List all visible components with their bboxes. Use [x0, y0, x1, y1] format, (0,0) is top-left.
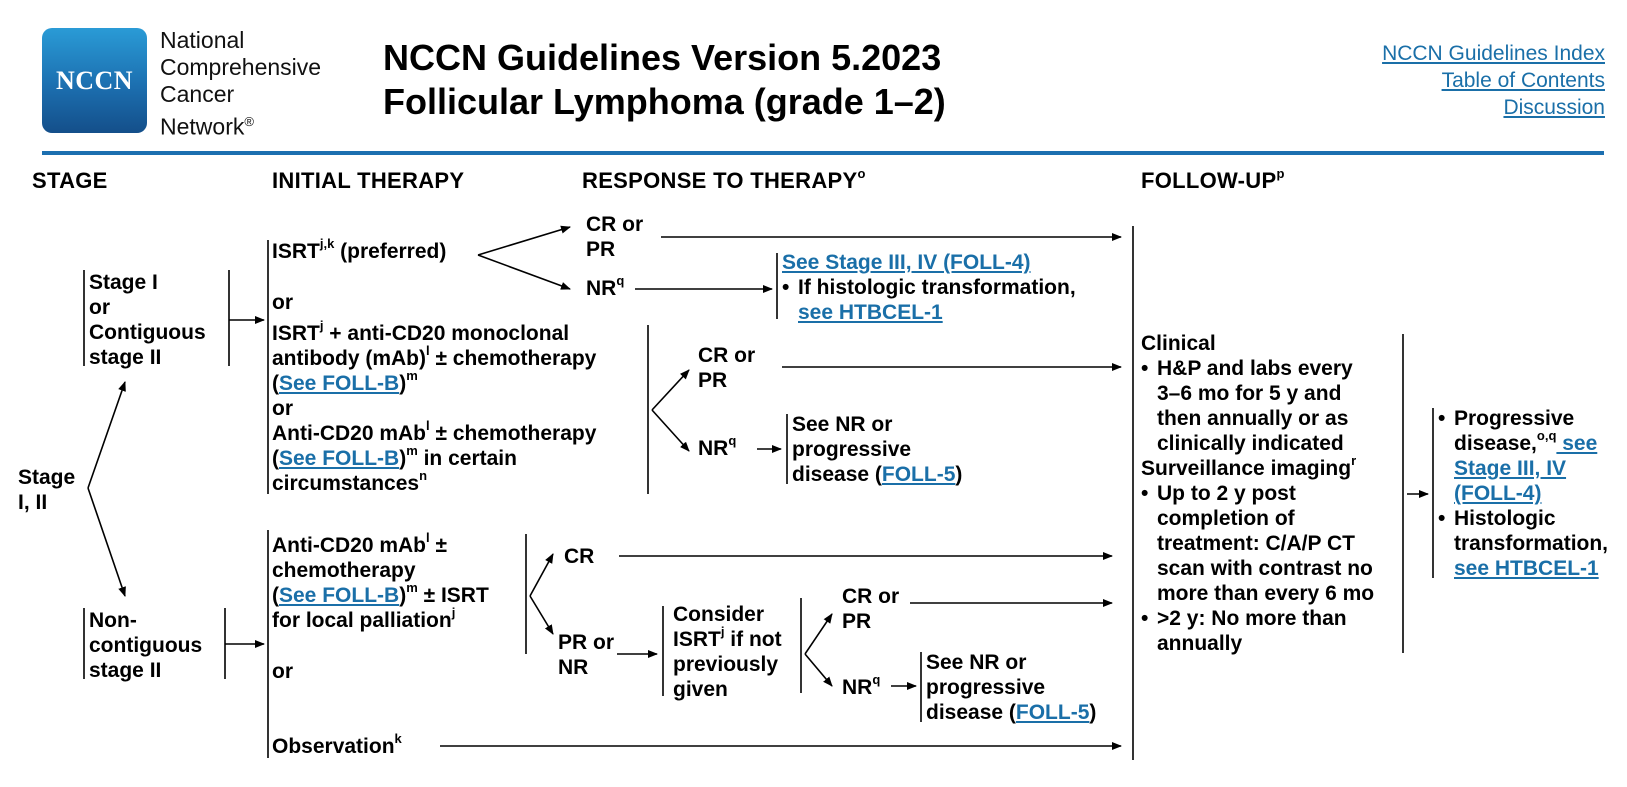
foll-b-link[interactable]: See FOLL-B: [279, 447, 400, 470]
bottom-response-pr-nr: PR or NR: [558, 631, 615, 679]
therapy-isrt-preferred: ISRTj,k (preferred): [272, 236, 447, 263]
therapy-anticd20-palliation: Anti-CD20 mAbl ± chemotherapy (See FOLL-…: [272, 530, 489, 632]
header-rule: [42, 151, 1604, 155]
foll-5-link[interactable]: FOLL-5: [1015, 701, 1090, 724]
col-stage: STAGE: [32, 168, 108, 193]
top-links: NCCN Guidelines Index Table of Contents …: [1382, 40, 1605, 121]
stage-root: Stage I, II: [18, 466, 76, 514]
org-name: National Comprehensive Cancer Network®: [160, 27, 322, 140]
htbcel-1-link[interactable]: see HTBCEL-1: [1454, 557, 1599, 580]
consider-nr-box: See NR or progressive disease (FOLL-5): [926, 651, 1097, 724]
response-nr: NRq: [586, 273, 625, 300]
discussion-link[interactable]: Discussion: [1503, 96, 1605, 119]
consider-response-nr: NRq: [842, 672, 881, 699]
foll-4-link[interactable]: See Stage III, IV (FOLL-4): [782, 251, 1031, 274]
foll-b-link[interactable]: See FOLL-B: [279, 584, 400, 607]
stage-noncontiguous: Non- contiguous stage II: [89, 609, 203, 682]
or-label: or: [272, 291, 293, 314]
therapy-observation: Observationk: [272, 731, 402, 758]
therapy-isrt-anticd20: ISRTj + anti-CD20 monoclonal antibody (m…: [272, 318, 597, 495]
foll-4-link[interactable]: see: [1556, 432, 1598, 455]
consider-isrt-box: Consider ISRTj if not previously given: [673, 603, 782, 701]
or-label: or: [272, 660, 293, 683]
response-cr-pr: CR or PR: [586, 213, 644, 261]
logo-text: NCCN: [55, 66, 134, 95]
guidelines-index-link[interactable]: NCCN Guidelines Index: [1382, 42, 1605, 65]
foll-4-link[interactable]: Stage III, IV: [1454, 457, 1567, 480]
consider-response-cr-pr: CR or PR: [842, 585, 900, 633]
col-response: RESPONSE TO THERAPYo: [582, 165, 866, 193]
page-title: NCCN Guidelines Version 5.2023 Follicula…: [383, 37, 946, 122]
outcome-box: •Progressive disease,o,q see Stage III, …: [1438, 407, 1609, 580]
response2-nr: NRq: [698, 433, 737, 460]
foll-4-link[interactable]: (FOLL-4): [1454, 482, 1542, 505]
table-of-contents-link[interactable]: Table of Contents: [1441, 69, 1605, 92]
bottom-response-cr: CR: [564, 545, 595, 568]
foll-5-link[interactable]: FOLL-5: [881, 463, 956, 486]
response2-nr-box: See NR or progressive disease (FOLL-5): [792, 413, 963, 486]
stage-contiguous: Stage I or Contiguous stage II: [89, 271, 206, 369]
nr-outcome-box: See Stage III, IV (FOLL-4) •If histologi…: [782, 251, 1076, 324]
followup-box: Clinical •H&P and labs every 3–6 mo for …: [1141, 332, 1375, 655]
col-followup: FOLLOW-UPp: [1141, 165, 1285, 193]
response2-cr-pr: CR or PR: [698, 344, 756, 392]
nccn-logo: NCCN: [42, 28, 147, 133]
col-initial-therapy: INITIAL THERAPY: [272, 168, 465, 193]
htbcel-1-link[interactable]: see HTBCEL-1: [798, 301, 943, 324]
foll-b-link[interactable]: See FOLL-B: [279, 372, 400, 395]
